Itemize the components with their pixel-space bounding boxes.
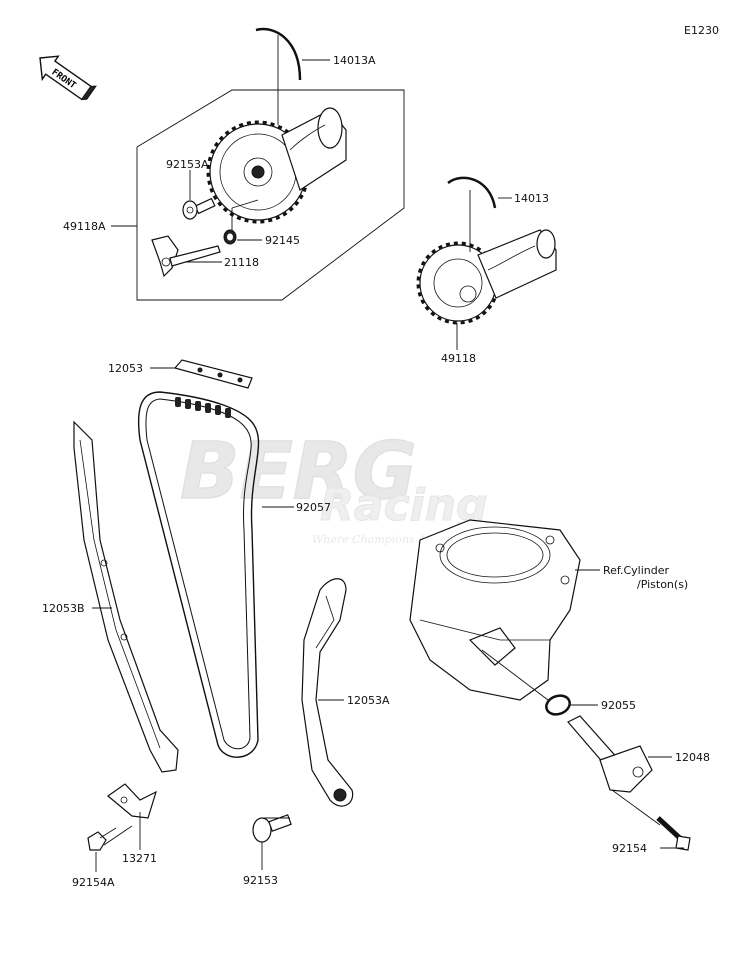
label-12048: 12048: [675, 751, 710, 764]
ref-note-line2: /Piston(s): [637, 578, 688, 591]
diagram-code: E1230: [684, 24, 719, 37]
label-49118A: 49118A: [63, 220, 106, 233]
watermark-sub: Racing: [320, 480, 488, 531]
label-92055: 92055: [601, 699, 636, 712]
watermark-brand: BERG: [180, 427, 417, 517]
tensioner-12048: [567, 715, 653, 793]
cam-chain-92057: [137, 391, 260, 758]
label-12053: 12053: [108, 362, 143, 375]
chain-guide-12053B: [73, 420, 179, 773]
bolt-92153: [252, 814, 292, 843]
label-12053A: 12053A: [347, 694, 390, 707]
half-ring-14013A: [255, 27, 302, 81]
chain-guide-12053: [173, 359, 253, 389]
label-92057: 92057: [296, 501, 331, 514]
label-49118: 49118: [441, 352, 476, 365]
label-12053B: 12053B: [42, 602, 85, 615]
label-14013: 14013: [514, 192, 549, 205]
ring-92145: [223, 229, 237, 245]
label-92153: 92153: [243, 874, 278, 887]
label-13271: 13271: [122, 852, 157, 865]
label-21118: 21118: [224, 256, 259, 269]
label-92153A: 92153A: [166, 158, 209, 171]
ref-note-line1: Ref.Cylinder: [603, 564, 670, 577]
camshaft-49118A: [206, 107, 347, 224]
bolt-92154A: [87, 827, 117, 851]
assembly-box-49118A: [136, 89, 405, 301]
o-ring-92055: [545, 694, 571, 716]
shaft-21118: [151, 235, 221, 278]
camshaft-49118: [416, 229, 557, 325]
chain-guide-12053A: [301, 578, 354, 807]
label-92145: 92145: [265, 234, 300, 247]
leader-lines: [92, 35, 684, 872]
bolt-92154: [656, 816, 691, 851]
cylinder-ref: [409, 519, 581, 701]
half-ring-14013: [447, 176, 497, 209]
watermark: BERG Racing Where Champions Are Made: [179, 426, 488, 546]
bracket-13271: [107, 783, 157, 819]
label-92154A: 92154A: [72, 876, 115, 889]
front-arrow-icon: FRONT: [39, 55, 97, 101]
label-14013A: 14013A: [333, 54, 376, 67]
bolt-92153A: [182, 197, 216, 220]
label-92154: 92154: [612, 842, 647, 855]
